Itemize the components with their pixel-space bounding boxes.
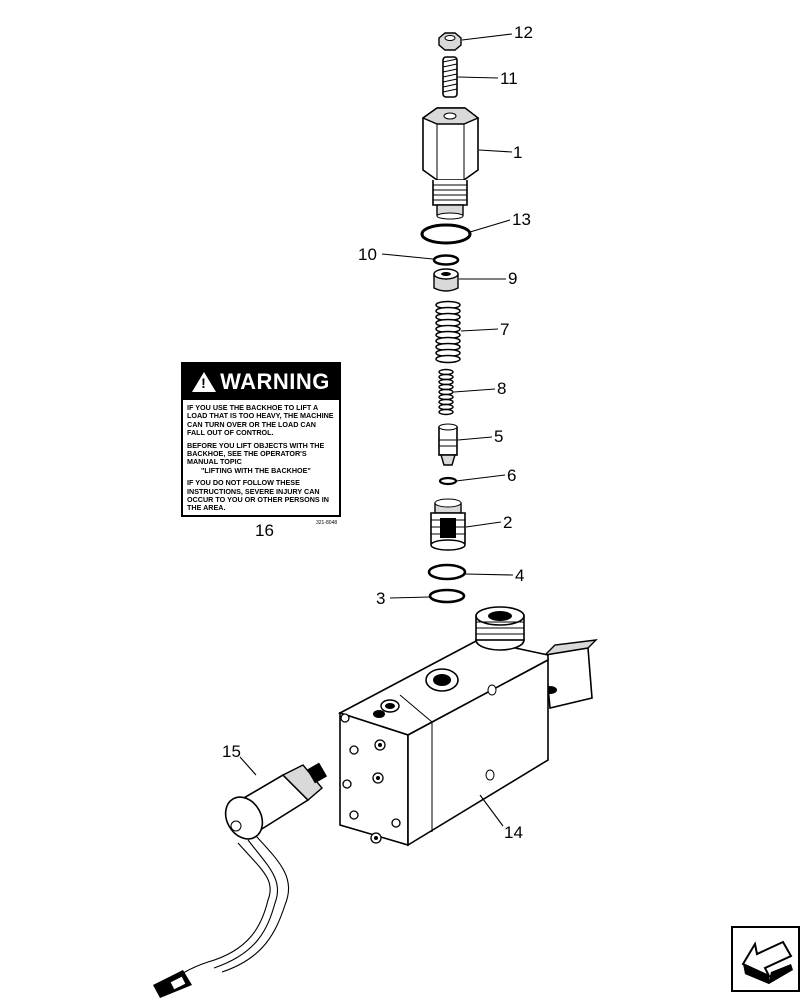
part-14-valve-body (337, 606, 598, 847)
part-2-cartridge (430, 498, 502, 551)
callout-3: 3 (376, 589, 385, 608)
part-3-o-ring (389, 588, 466, 604)
part-6-o-ring (438, 474, 506, 486)
callout-4: 4 (515, 566, 524, 585)
part-4-o-ring (427, 563, 514, 581)
warning-paragraph-1: IF YOU USE THE BACKHOE TO LIFT A LOAD TH… (187, 403, 334, 438)
part-13-o-ring (420, 219, 511, 245)
part-1-valve-cap (421, 107, 513, 220)
back-arrow-button[interactable] (731, 926, 800, 992)
callout-numbers: 12 11 1 13 10 9 7 8 5 6 2 4 3 15 14 (222, 23, 533, 842)
part-5-poppet (438, 423, 493, 466)
callout-16: 16 (255, 521, 274, 540)
warning-code: 321-8048 (316, 520, 338, 526)
callout-14: 14 (504, 823, 523, 842)
warning-paragraph-3: IF YOU DO NOT FOLLOW THESE INSTRUCTIONS,… (187, 478, 329, 513)
part-8-spring (438, 368, 496, 416)
part-10-o-ring (381, 253, 460, 266)
callout-10: 10 (358, 245, 377, 264)
callout-8: 8 (497, 379, 506, 398)
part-11-screw (442, 56, 499, 98)
arrow-back-icon (741, 940, 793, 984)
warning-title: WARNING (220, 369, 330, 394)
warning-triangle-icon (192, 372, 217, 392)
callout-5: 5 (494, 427, 503, 446)
callout-9: 9 (508, 269, 517, 288)
part-9-spring-seat (433, 268, 506, 292)
callout-11: 11 (500, 69, 518, 88)
part-7-spring (435, 300, 499, 364)
warning-paragraph-2: BEFORE YOU LIFT OBJECTS WITH THE BACKHOE… (187, 440, 335, 476)
callout-7: 7 (500, 320, 509, 339)
warning-decal: WARNING IF YOU USE THE BACKHOE TO LIFT A… (181, 362, 341, 517)
warning-header: WARNING (183, 364, 339, 400)
callout-1: 1 (513, 143, 522, 162)
part-12-nut (438, 32, 513, 51)
callout-15: 15 (222, 742, 241, 761)
callout-6: 6 (507, 466, 516, 485)
warning-paragraph-2-text: BEFORE YOU LIFT OBJECTS WITH THE BACKHOE… (187, 440, 325, 467)
callout-13: 13 (512, 210, 531, 229)
callout-12: 12 (514, 23, 533, 42)
warning-body: IF YOU USE THE BACKHOE TO LIFT A LOAD TH… (183, 400, 339, 513)
warning-topic: "LIFTING WITH THE BACKHOE" (201, 465, 311, 475)
part-15-solenoid (153, 756, 328, 998)
callout-2: 2 (503, 513, 512, 532)
